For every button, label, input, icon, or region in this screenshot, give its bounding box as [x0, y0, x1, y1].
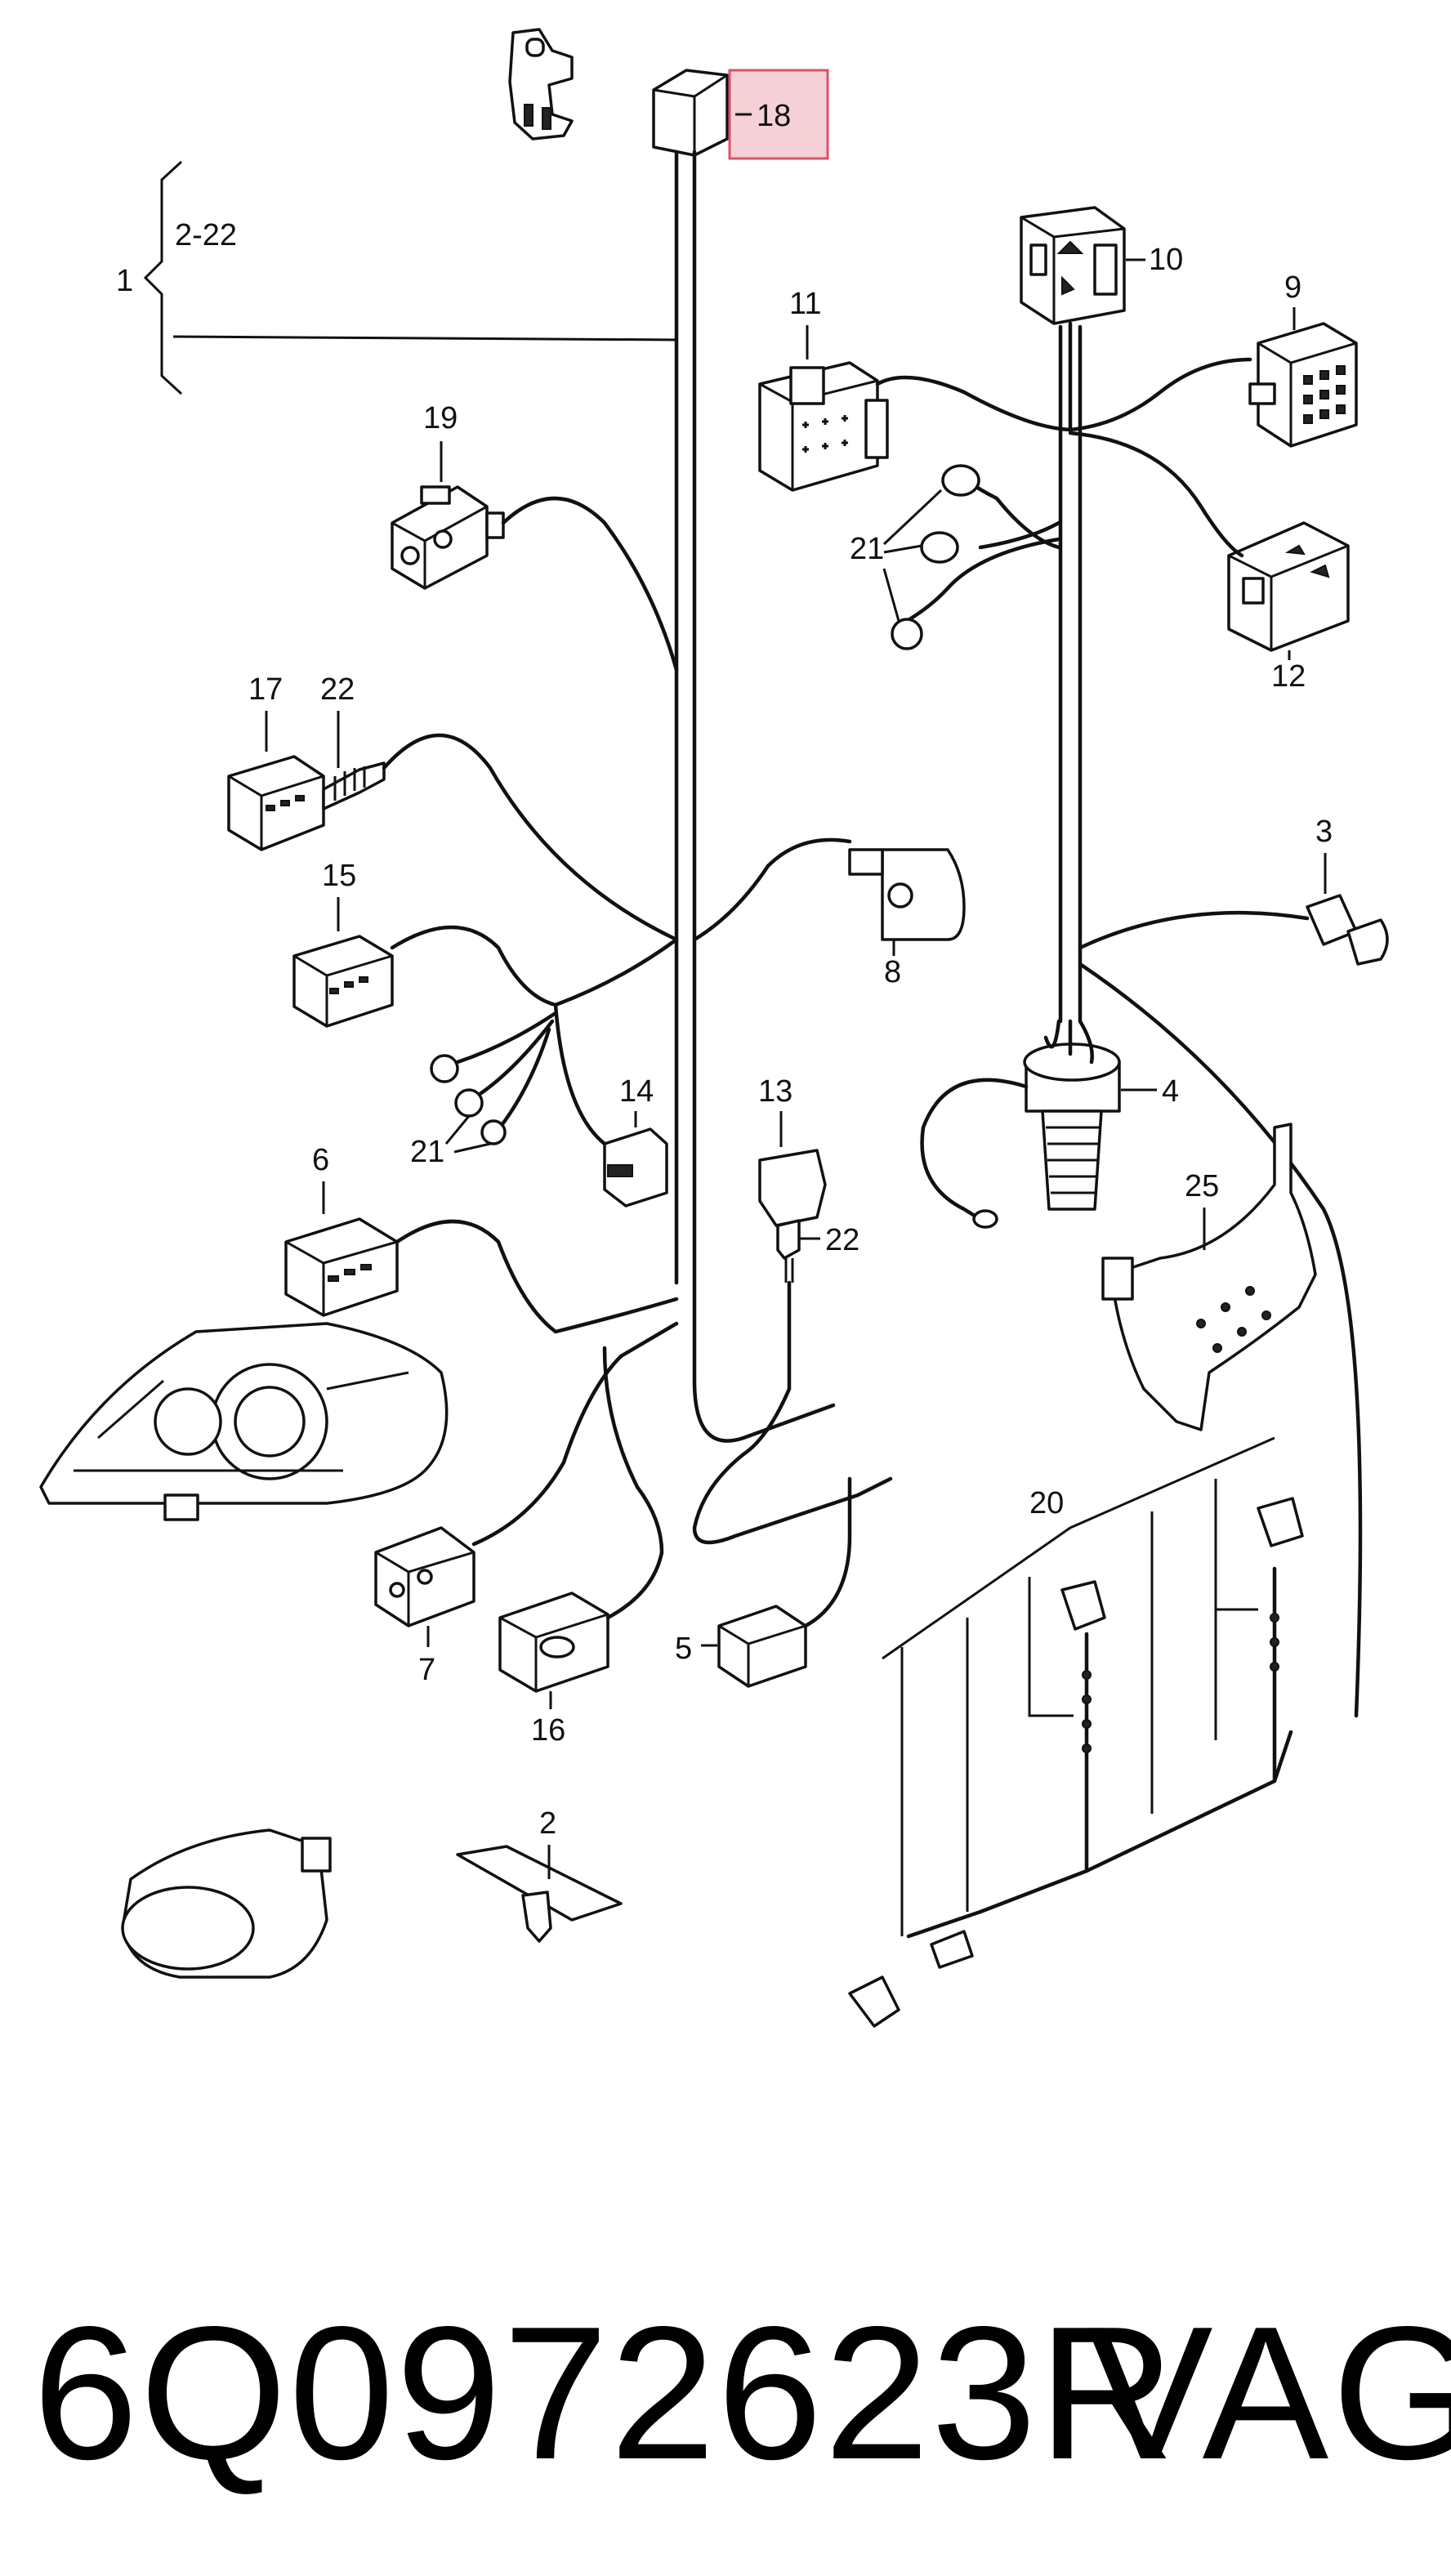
- item-9-connector: [1248, 322, 1358, 448]
- item-16-connector: [498, 1592, 609, 1693]
- callout-12: 12: [1271, 659, 1306, 694]
- callout-21-middle: 21: [410, 1135, 444, 1169]
- item-13-sensor: [758, 1149, 827, 1283]
- callout-17: 17: [248, 672, 283, 707]
- callout-4: 4: [1162, 1074, 1179, 1109]
- item-11-connector: [758, 361, 889, 492]
- item-15-connector: [292, 935, 394, 1028]
- callout-9: 9: [1284, 270, 1301, 305]
- callout-11: 11: [789, 287, 821, 321]
- callout-2: 2: [539, 1806, 556, 1841]
- callout-10: 10: [1149, 243, 1183, 277]
- headlamp-assembly: [39, 1322, 449, 1521]
- fog-lamp: [121, 1828, 332, 1979]
- main-trunk: [674, 150, 1083, 1443]
- callout-16: 16: [531, 1713, 565, 1748]
- callout-13: 13: [758, 1074, 792, 1109]
- item-18-connector: [652, 69, 729, 157]
- footer: 6Q0972623R VAG: [0, 2271, 1451, 2516]
- callout-14: 14: [619, 1074, 654, 1109]
- wiring-harness-diagram: 1 2-22 18 10 11: [39, 28, 1389, 2028]
- callout-5: 5: [675, 1632, 692, 1666]
- item-17-connector: [227, 755, 325, 851]
- part-number: 6Q0972623R: [33, 2288, 1177, 2499]
- top-right-branches: [875, 321, 1252, 623]
- callout-21-top: 21: [850, 532, 884, 566]
- callout-18: 18: [757, 99, 791, 133]
- item-4-grommet: [1023, 1019, 1121, 1211]
- callout-20: 20: [1029, 1486, 1064, 1520]
- item-7-connector: [374, 1526, 475, 1627]
- callout-2-22: 2-22: [175, 218, 237, 252]
- item-14-connector: [603, 1127, 668, 1208]
- item-20-sensor-harness: [848, 1436, 1304, 2028]
- callout-7: 7: [418, 1653, 435, 1687]
- callout-22-middle: 22: [825, 1223, 859, 1257]
- bracket-1: [143, 160, 679, 395]
- item-12-relay-socket: [1227, 521, 1350, 652]
- top-relay-part: [508, 28, 574, 141]
- callout-6: 6: [312, 1143, 329, 1177]
- item-3-sensor: [1306, 894, 1389, 966]
- item-22-sleeve-a: [322, 761, 386, 810]
- item-8-connector: [848, 848, 966, 941]
- brand-name: VAG: [1087, 2288, 1451, 2499]
- item-10-relay-socket: [1020, 206, 1126, 325]
- item-25-bracket: [1101, 1123, 1317, 1431]
- callout-3: 3: [1315, 815, 1333, 849]
- callout-22-top: 22: [320, 672, 355, 707]
- item-21-caps-middle: [430, 1011, 558, 1145]
- callout-8: 8: [884, 955, 901, 989]
- item-5-connector: [717, 1605, 807, 1688]
- callout-15: 15: [322, 859, 356, 893]
- item-19-connector: [391, 485, 505, 590]
- callout-25: 25: [1185, 1169, 1219, 1203]
- item-6-connector: [284, 1217, 399, 1317]
- callout-19: 19: [423, 401, 458, 435]
- callout-1: 1: [116, 264, 133, 298]
- item-21-caps-top: [891, 464, 980, 650]
- item-2-clip: [456, 1845, 623, 1943]
